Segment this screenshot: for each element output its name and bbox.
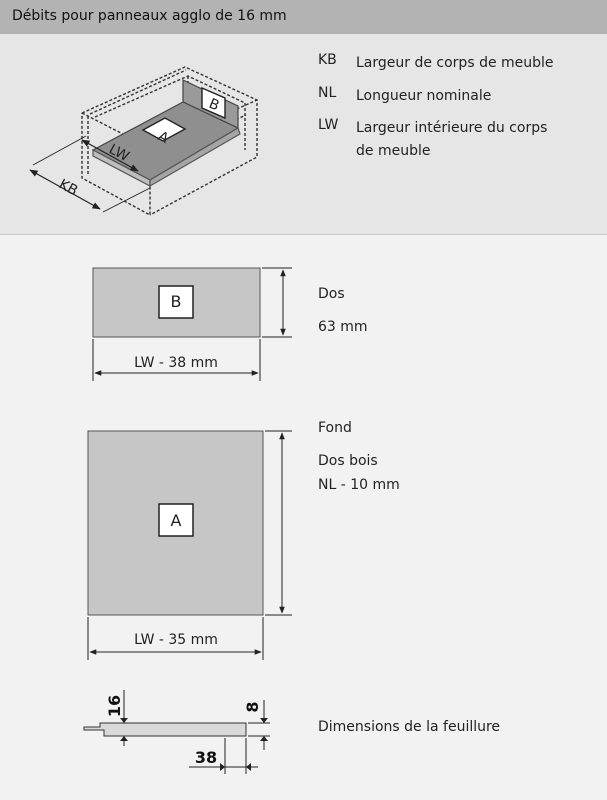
kb-label: KB	[56, 176, 80, 199]
lw-dim-line	[81, 139, 139, 172]
panel-b-width-label: LW - 38 mm	[134, 355, 218, 371]
panel-a-title: Fond	[318, 420, 352, 436]
legend-code: NL	[318, 85, 337, 101]
label-b-frame	[201, 86, 226, 120]
cabinet-illustration	[29, 66, 258, 217]
rebate-profile	[83, 690, 270, 774]
panel-b-title: Dos	[318, 286, 345, 302]
rebate-dim-8: 8	[243, 701, 262, 712]
legend-desc: Longueur nominale	[356, 88, 492, 104]
page-title: Débits pour panneaux agglo de 16 mm	[12, 8, 287, 24]
panel-a-width-label: LW - 35 mm	[134, 632, 218, 648]
rebate-dim-16: 16	[105, 695, 124, 717]
legend-code: KB	[318, 52, 337, 68]
legend-desc: Largeur intérieure du corps de meuble	[356, 120, 548, 159]
header-bar: Débits pour panneaux agglo de 16 mm	[0, 0, 607, 34]
rebate-dim-38: 38	[195, 748, 217, 767]
label-a-frame	[141, 117, 187, 142]
panel-b-height: 63 mm	[318, 319, 368, 335]
panel-a-line1: Dos bois	[318, 453, 378, 469]
legend-code: LW	[318, 117, 339, 133]
panel-b-label: B	[171, 292, 182, 311]
kb-dim-line	[29, 169, 101, 210]
panel-a-label: A	[171, 511, 182, 530]
panel-b-label-box	[158, 285, 194, 319]
legend-desc: Largeur de corps de meuble	[356, 55, 554, 71]
rebate-caption: Dimensions de la feuillure	[318, 719, 501, 735]
panel-a-line2: NL - 10 mm	[318, 477, 400, 493]
panel-a-label-box	[158, 503, 194, 537]
overview-panel	[0, 34, 607, 235]
